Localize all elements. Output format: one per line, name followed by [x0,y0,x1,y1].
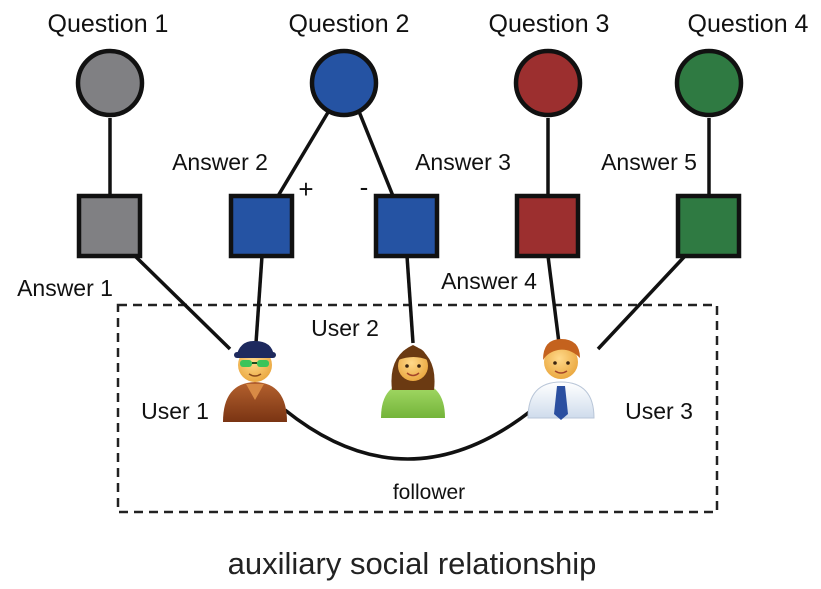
question-label-4: Question 4 [688,10,809,38]
question-node-1 [75,48,145,118]
edges [108,103,711,461]
user-label-2: User 2 [311,315,379,341]
edge-answer1-user1 [133,254,232,351]
edge-answer3-user2 [405,255,415,344]
sign-plus: + [298,174,313,204]
follower-label: follower [393,481,465,504]
answer-label-3: Answer 3 [415,149,511,175]
question-node-4 [674,48,744,118]
user-3-avatar-icon [527,339,595,420]
question-label-3: Question 3 [489,10,610,38]
answer-node-4 [514,193,581,259]
edge-question2-answer3 [354,103,395,197]
edge-answer2-user1 [254,255,264,344]
diagram-caption: auxiliary social relationship [228,546,597,581]
answer-node-3 [373,193,440,259]
edge-question2-answer2 [276,103,335,197]
sign-minus: - [360,172,369,202]
answer-node-2 [228,193,295,259]
answer-node-5 [675,193,742,259]
question-label-2: Question 2 [289,10,410,38]
answer-label-4: Answer 4 [441,268,537,294]
user-2-avatar-icon [381,345,445,418]
edge-answer4-user3 [546,255,561,344]
answer-label-2: Answer 2 [172,149,268,175]
answer-nodes [76,193,742,259]
user-label-1: User 1 [141,398,209,424]
answer-label-5: Answer 5 [601,149,697,175]
question-node-3 [513,48,583,118]
edge-answer5-user3 [596,254,687,351]
user-1-avatar-icon [223,340,287,422]
answer-label-1: Answer 1 [17,275,113,301]
user-group-box [116,303,719,514]
user-label-3: User 3 [625,398,693,424]
edge-follower [283,408,534,461]
question-node-2 [309,48,379,118]
question-nodes [75,48,744,118]
question-label-1: Question 1 [48,10,169,38]
answer-node-1 [76,193,143,259]
